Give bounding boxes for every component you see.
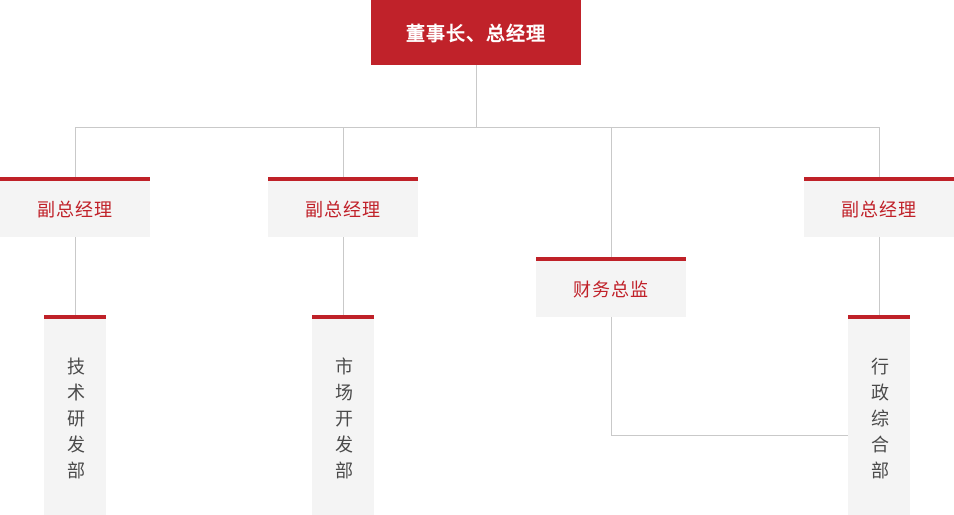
connector-cfo-down [611,317,612,435]
node-dept-rnd[interactable]: 技术研发部 [44,315,106,515]
node-chairman-gm[interactable]: 董事长、总经理 [371,0,581,65]
connector-vgm1-to-rnd [75,237,76,315]
node-cfo-label: 财务总监 [573,280,649,300]
connector-bus-to-vgm-2 [343,127,344,177]
node-dept-admin-label: 行政综合部 [869,357,889,487]
connector-bus-to-cfo [611,127,612,257]
node-vice-gm-2[interactable]: 副总经理 [268,177,418,237]
node-dept-market[interactable]: 市场开发部 [312,315,374,515]
connector-vgm3-to-admin [879,237,880,315]
node-vice-gm-2-label: 副总经理 [305,200,381,220]
connector-bus-to-vgm-1 [75,127,76,177]
node-cfo[interactable]: 财务总监 [536,257,686,317]
node-vice-gm-3[interactable]: 副总经理 [804,177,954,237]
node-dept-rnd-label: 技术研发部 [65,357,85,487]
connector-bus-to-vgm-3 [879,127,880,177]
connector-top-down [476,65,477,127]
connector-cfo-to-admin [611,435,879,436]
node-dept-market-label: 市场开发部 [333,357,353,487]
node-vice-gm-3-label: 副总经理 [841,200,917,220]
node-vice-gm-1-label: 副总经理 [37,200,113,220]
connector-vgm2-to-market [343,237,344,315]
node-vice-gm-1[interactable]: 副总经理 [0,177,150,237]
node-dept-admin[interactable]: 行政综合部 [848,315,910,515]
connector-horizontal-bus [75,127,880,128]
node-chairman-gm-label: 董事长、总经理 [405,24,546,45]
